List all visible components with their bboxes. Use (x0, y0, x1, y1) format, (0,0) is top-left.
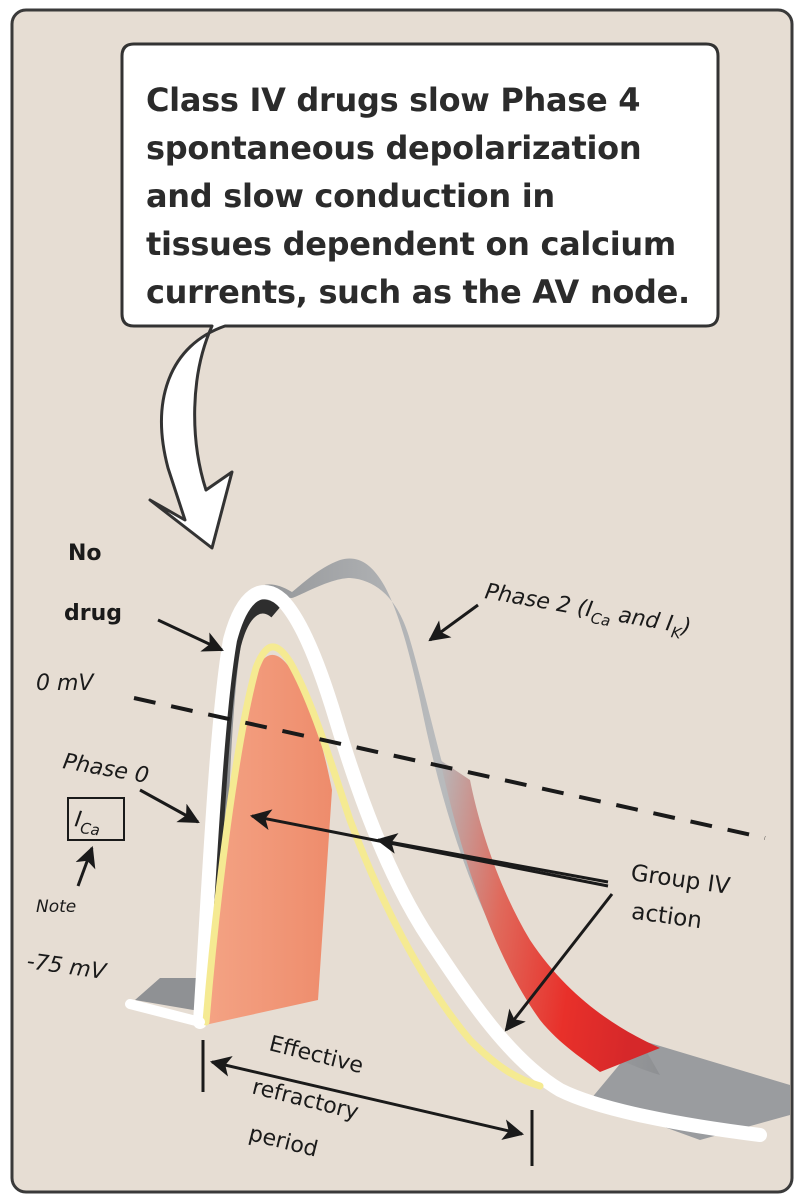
callout-line-5: currents, such as the AV node. (146, 268, 706, 316)
callout-text-block: Class IV drugs slow Phase 4 spontaneous … (146, 76, 706, 316)
zero-mv-label: 0 mV (36, 671, 95, 696)
no-drug-label-line2: drug (64, 601, 122, 626)
note-label: Note (36, 897, 76, 917)
callout-line-4: tissues dependent on calcium (146, 220, 706, 268)
callout-line-2: spontaneous depolarization (146, 124, 706, 172)
callout-line-1: Class IV drugs slow Phase 4 (146, 76, 706, 124)
ica-subscript: Ca (79, 819, 101, 840)
no-drug-label-line1: No (68, 541, 102, 566)
callout-line-3: and slow conduction in (146, 172, 706, 220)
